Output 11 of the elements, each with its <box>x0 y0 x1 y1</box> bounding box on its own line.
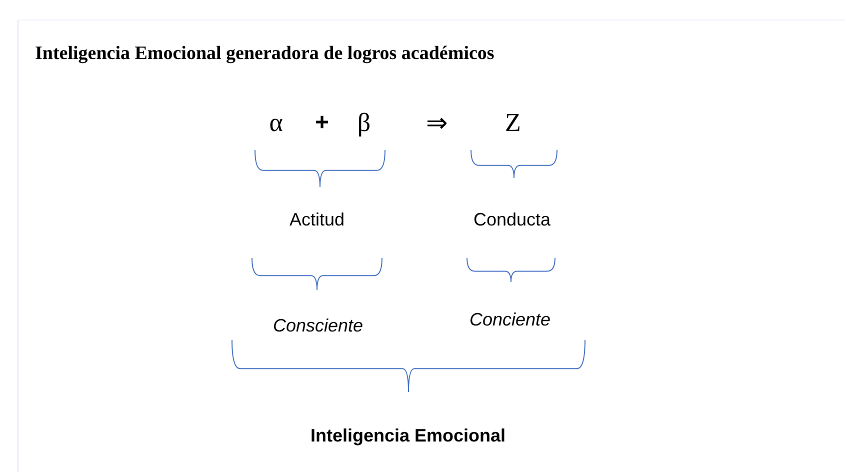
term-label: Conducta <box>473 210 551 230</box>
title: Inteligencia Emocional generadora de logros académicos <box>35 43 494 65</box>
term-label: Actitud <box>289 210 345 230</box>
implies-sign: ⇒ <box>426 108 448 138</box>
symbol: β <box>357 108 371 138</box>
symbol: Z <box>505 108 521 138</box>
term-label: Conciente <box>469 310 551 330</box>
plus-sign: + <box>315 109 329 137</box>
symbol: α <box>269 108 283 138</box>
result-label: Inteligencia Emocional <box>310 426 506 446</box>
term-label: Consciente <box>272 316 364 336</box>
